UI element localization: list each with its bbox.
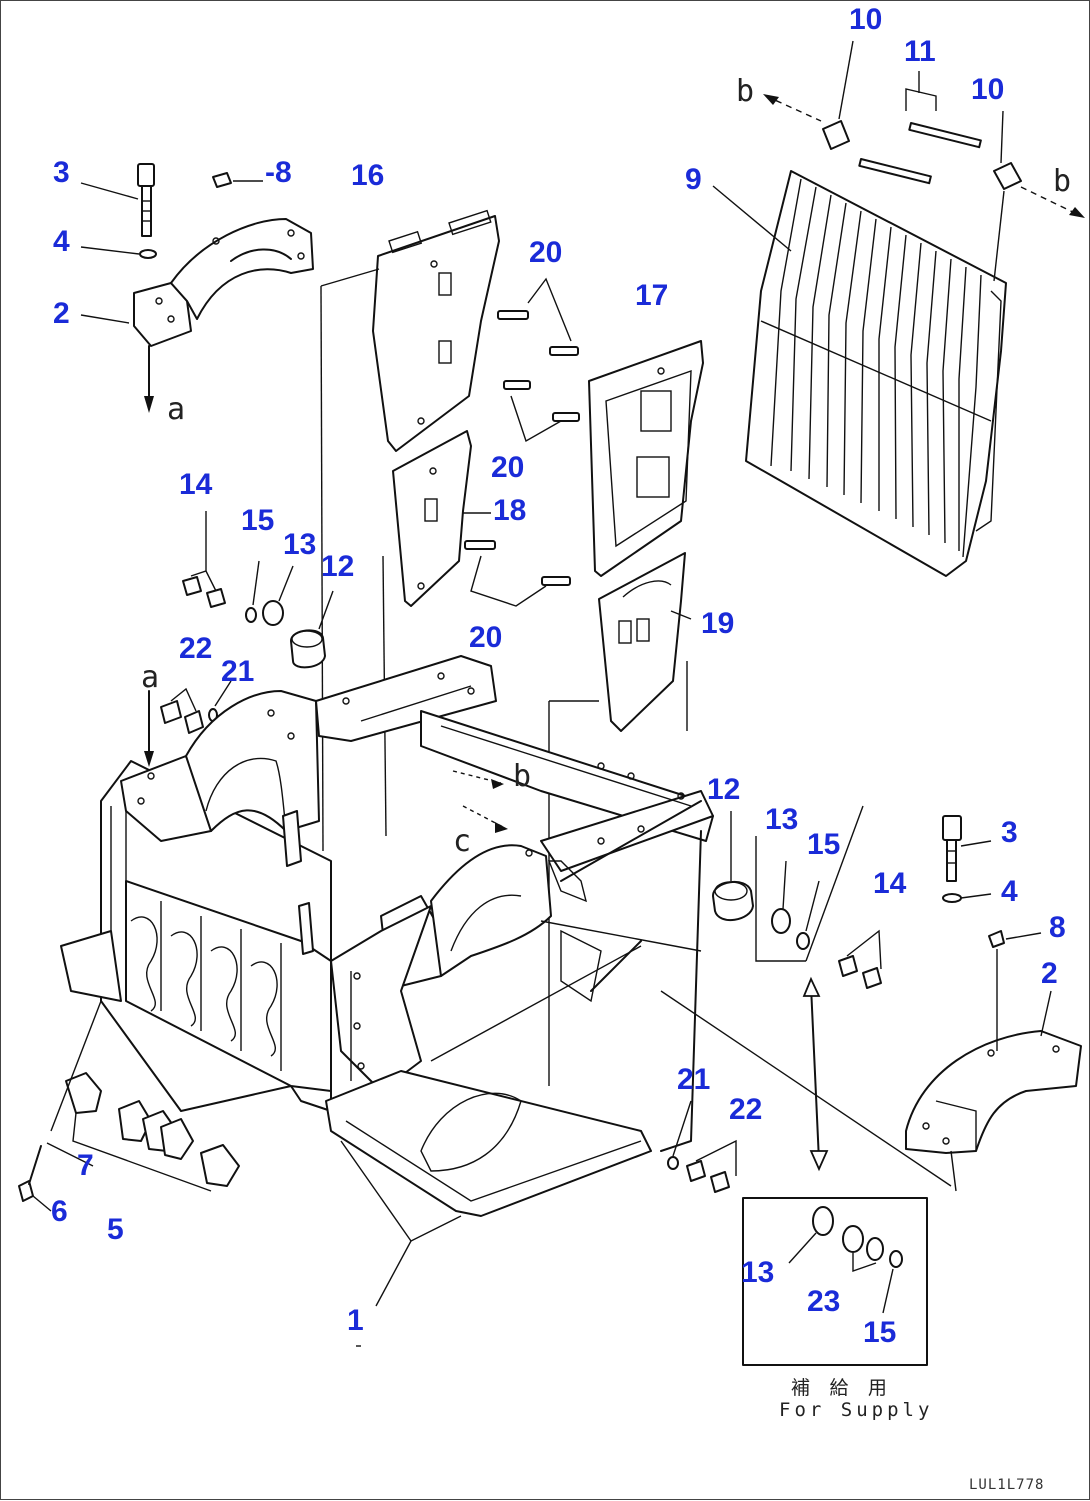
callout-10-right: 10 [971, 73, 1005, 106]
callout-16: 16 [351, 159, 385, 192]
bushings-23-supply [842, 1225, 884, 1261]
radiator-grille-9 [745, 170, 1007, 577]
cover-plate-16 [372, 209, 500, 452]
washer-15-upper [245, 607, 257, 623]
callout-4-right: 4 [1001, 875, 1018, 908]
washer-21-lower [667, 1156, 679, 1170]
bolt-6 [18, 1145, 42, 1202]
supply-box [742, 1197, 928, 1366]
callout-12-upper: 12 [321, 550, 355, 583]
callout-14-upper: 14 [179, 468, 213, 501]
ref-c-mid: c [453, 824, 472, 859]
bearing-cap-left [133, 218, 314, 347]
cover-plate-17 [588, 340, 704, 577]
bolts-20 [464, 310, 580, 586]
callout-4-top: 4 [53, 225, 70, 258]
ref-b-mid: b [513, 759, 532, 794]
supply-note-jp: 補 給 用 [791, 1377, 891, 1399]
callout-3-right: 3 [1001, 816, 1018, 849]
cover-plate-19 [598, 552, 686, 732]
bushing-12-lower [712, 880, 754, 921]
bolt-top-left [137, 163, 155, 237]
callout-20-a: 20 [529, 236, 563, 269]
callout-9: 9 [685, 163, 702, 196]
callout-2-top: 2 [53, 297, 70, 330]
callout-19: 19 [701, 607, 735, 640]
callout-1: 1 [347, 1304, 364, 1337]
callout-22-lower: 22 [729, 1093, 763, 1126]
callout-20-b: 20 [491, 451, 525, 484]
cover-plate-18 [392, 430, 472, 607]
callout-23: 23 [807, 1285, 841, 1318]
bushing-12-upper [290, 629, 326, 669]
washer-top-left [139, 249, 157, 259]
ref-a-top: a [167, 392, 186, 427]
callout-21-lower: 21 [677, 1063, 711, 1096]
washer-13-upper [262, 600, 284, 626]
bearing-cap-right [905, 1030, 1082, 1154]
supply-note-en: For Supply [779, 1399, 934, 1421]
callout-17: 17 [635, 279, 669, 312]
washer-15-supply [889, 1250, 903, 1268]
callout-13-right: 13 [765, 803, 799, 836]
callout-11: 11 [904, 35, 936, 68]
nuts-14-upper [182, 576, 226, 608]
ref-b-right: b [1053, 164, 1072, 199]
callout-13-upper: 13 [283, 528, 317, 561]
bolt-right [942, 815, 962, 882]
callout-14-right: 14 [873, 867, 907, 900]
ref-b-top: b [736, 74, 755, 109]
callout-13-supply: 13 [741, 1256, 775, 1289]
callout-2-right: 2 [1041, 957, 1058, 990]
rod-11 [858, 122, 982, 185]
nuts-14-right [838, 955, 882, 989]
ref-a-mid: a [141, 660, 160, 695]
callout-15-upper: 15 [241, 504, 275, 537]
callout-22-upper: 22 [179, 632, 213, 665]
nut-right [988, 930, 1005, 948]
clips-5 [65, 1072, 240, 1187]
washer-right [942, 893, 962, 903]
washer-15-right [796, 932, 810, 950]
nuts-22-lower [686, 1160, 730, 1193]
callout-5: 5 [107, 1213, 124, 1246]
callout-8-right: 8 [1049, 911, 1066, 944]
main-frame-1 [60, 655, 714, 1217]
callout-21-upper: 21 [221, 655, 255, 688]
drawing-code: LUL1L778 [969, 1477, 1045, 1493]
callout-12-lower: 12 [707, 773, 741, 806]
callout-3-top: 3 [53, 156, 70, 189]
callout-8-top: -8 [265, 156, 292, 189]
callout-10-left: 10 [849, 3, 883, 36]
callout-20-c: 20 [469, 621, 503, 654]
callout-15-supply: 15 [863, 1316, 897, 1349]
callout-7: 7 [77, 1149, 94, 1182]
callout-6: 6 [51, 1195, 68, 1228]
washer-13-supply [812, 1206, 834, 1236]
latch-left [822, 120, 850, 150]
callout-18: 18 [493, 494, 527, 527]
washer-13-right [771, 908, 791, 934]
nut-top-left [212, 172, 232, 188]
nuts-22-upper [160, 700, 204, 734]
callout-15-right: 15 [807, 828, 841, 861]
latch-right [993, 162, 1022, 190]
